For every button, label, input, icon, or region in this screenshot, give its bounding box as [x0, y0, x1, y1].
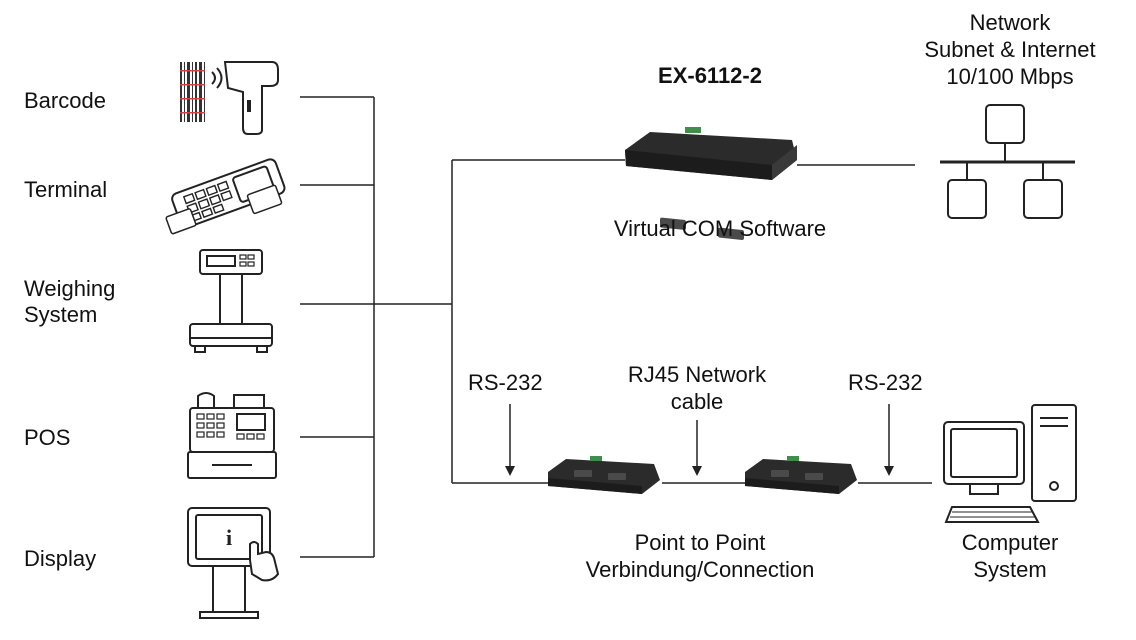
computer-system-icon: [943, 404, 1077, 523]
cash-register-icon: [187, 392, 277, 479]
computer-label-line2: System: [973, 557, 1047, 582]
device-server-icon: [625, 127, 797, 240]
arrowhead-rs232-right: [884, 466, 894, 476]
label-terminal: Terminal: [24, 177, 108, 202]
arrow-heads: [505, 466, 894, 476]
rj45-label-line1: RJ45 Network: [627, 362, 767, 387]
rj45-label-line2: cable: [670, 389, 724, 414]
virtual-com-label: Virtual COM Software: [613, 216, 827, 241]
info-kiosk-icon: i: [187, 507, 280, 619]
p2p-caption-line1: Point to Point: [634, 530, 766, 555]
label-display: Display: [24, 546, 97, 571]
device-server-model: EX-6112-2: [658, 63, 762, 88]
network-topology-icon: [940, 104, 1075, 219]
arrowhead-rs232-left: [505, 466, 515, 476]
label-weighing-line2: System: [24, 302, 98, 327]
weighing-scale-icon: [189, 249, 273, 353]
network-label-line1: Network: [969, 10, 1051, 35]
rs232-label-right: RS-232: [848, 370, 923, 395]
p2p-converter-left-icon: [548, 456, 660, 494]
label-barcode: Barcode: [24, 88, 106, 113]
p2p-caption-line2: Verbindung/Connection: [585, 557, 815, 582]
label-pos: POS: [24, 425, 71, 450]
p2p-converter-right-icon: [745, 456, 857, 494]
computer-label-line1: Computer: [961, 530, 1059, 555]
svg-text:i: i: [226, 525, 232, 550]
connector-lines: [300, 96, 932, 558]
barcode-scanner-icon: [180, 61, 279, 135]
label-weighing-line1: Weighing: [24, 276, 116, 301]
arrowhead-cable: [692, 466, 702, 476]
payment-terminal-icon: [165, 158, 286, 235]
rs232-label-left: RS-232: [468, 370, 543, 395]
network-label-line2: Subnet & Internet: [924, 37, 1096, 62]
network-label-line3: 10/100 Mbps: [946, 64, 1074, 89]
